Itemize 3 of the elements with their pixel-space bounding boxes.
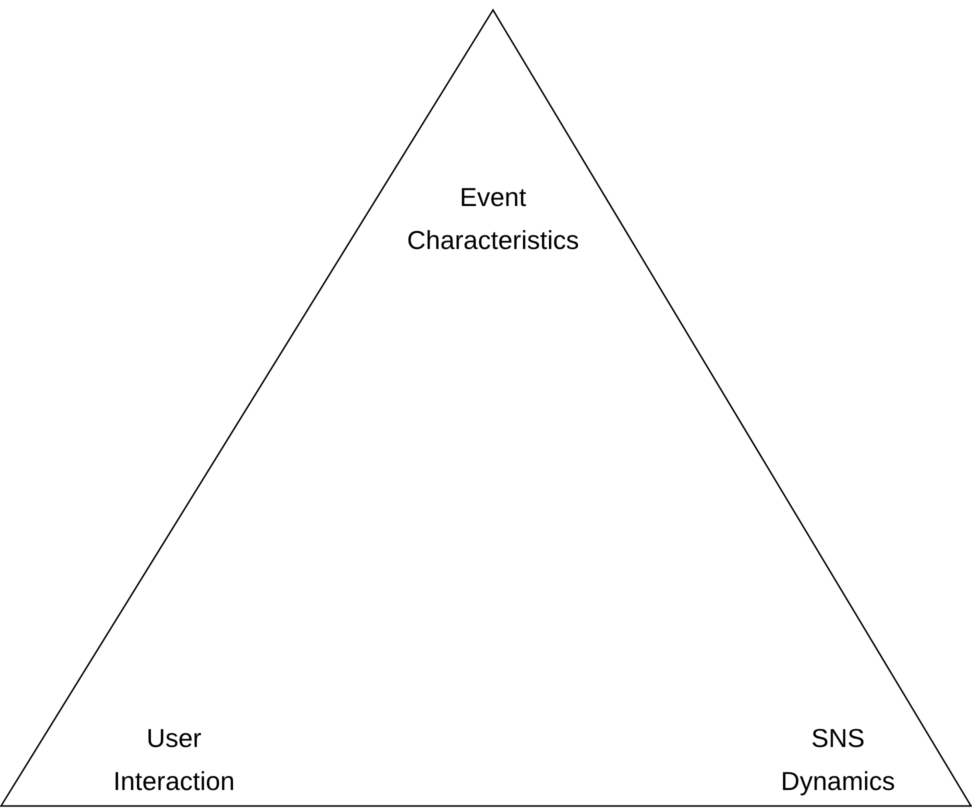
corner-label: SNS Dynamics: [780, 722, 896, 798]
corner-label: Event Characteristics: [406, 181, 580, 257]
corner-label: User Interaction: [112, 722, 236, 798]
